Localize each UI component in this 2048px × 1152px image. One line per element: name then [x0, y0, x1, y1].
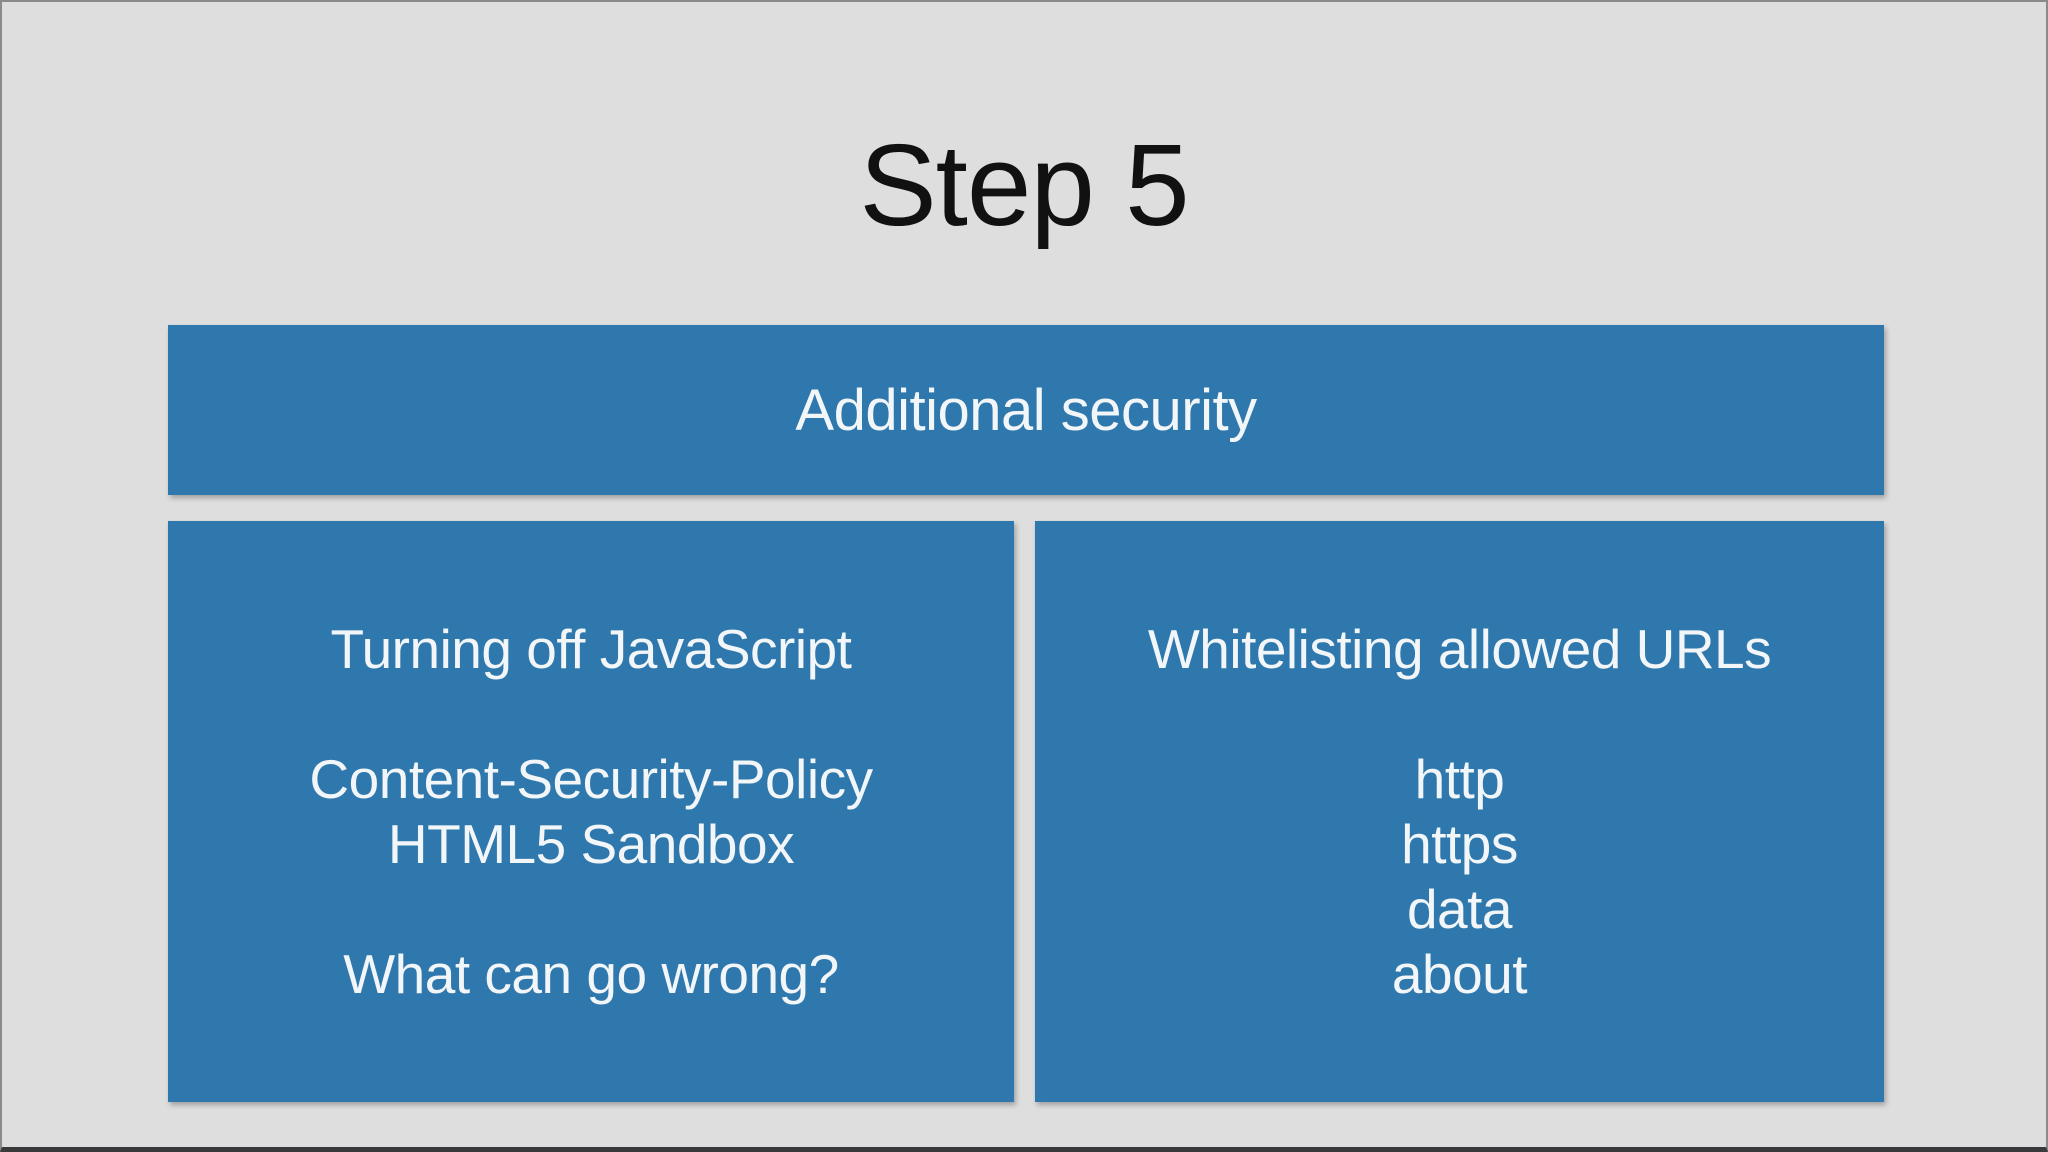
- right-panel-url-whitelist: Whitelisting allowed URLs http https dat…: [1035, 521, 1884, 1102]
- additional-security-banner: Additional security: [168, 325, 1884, 495]
- banner-label: Additional security: [795, 377, 1257, 443]
- left-panel-line-1: Turning off JavaScript: [330, 617, 852, 680]
- slide-title: Step 5: [859, 120, 1189, 250]
- left-panel-line-6: What can go wrong?: [343, 942, 839, 1005]
- right-panel-line-1: Whitelisting allowed URLs: [1147, 617, 1772, 680]
- left-panel-javascript-security: Turning off JavaScript Content-Security-…: [168, 521, 1014, 1102]
- right-panel-line-6: about: [1391, 942, 1528, 1005]
- right-panel-line-3: http: [1414, 747, 1505, 810]
- left-panel-line-3: Content-Security-Policy: [309, 747, 873, 810]
- left-panel-line-4: HTML5 Sandbox: [387, 812, 795, 875]
- right-panel-line-4: https: [1401, 812, 1518, 875]
- right-panel-line-5: data: [1406, 877, 1513, 940]
